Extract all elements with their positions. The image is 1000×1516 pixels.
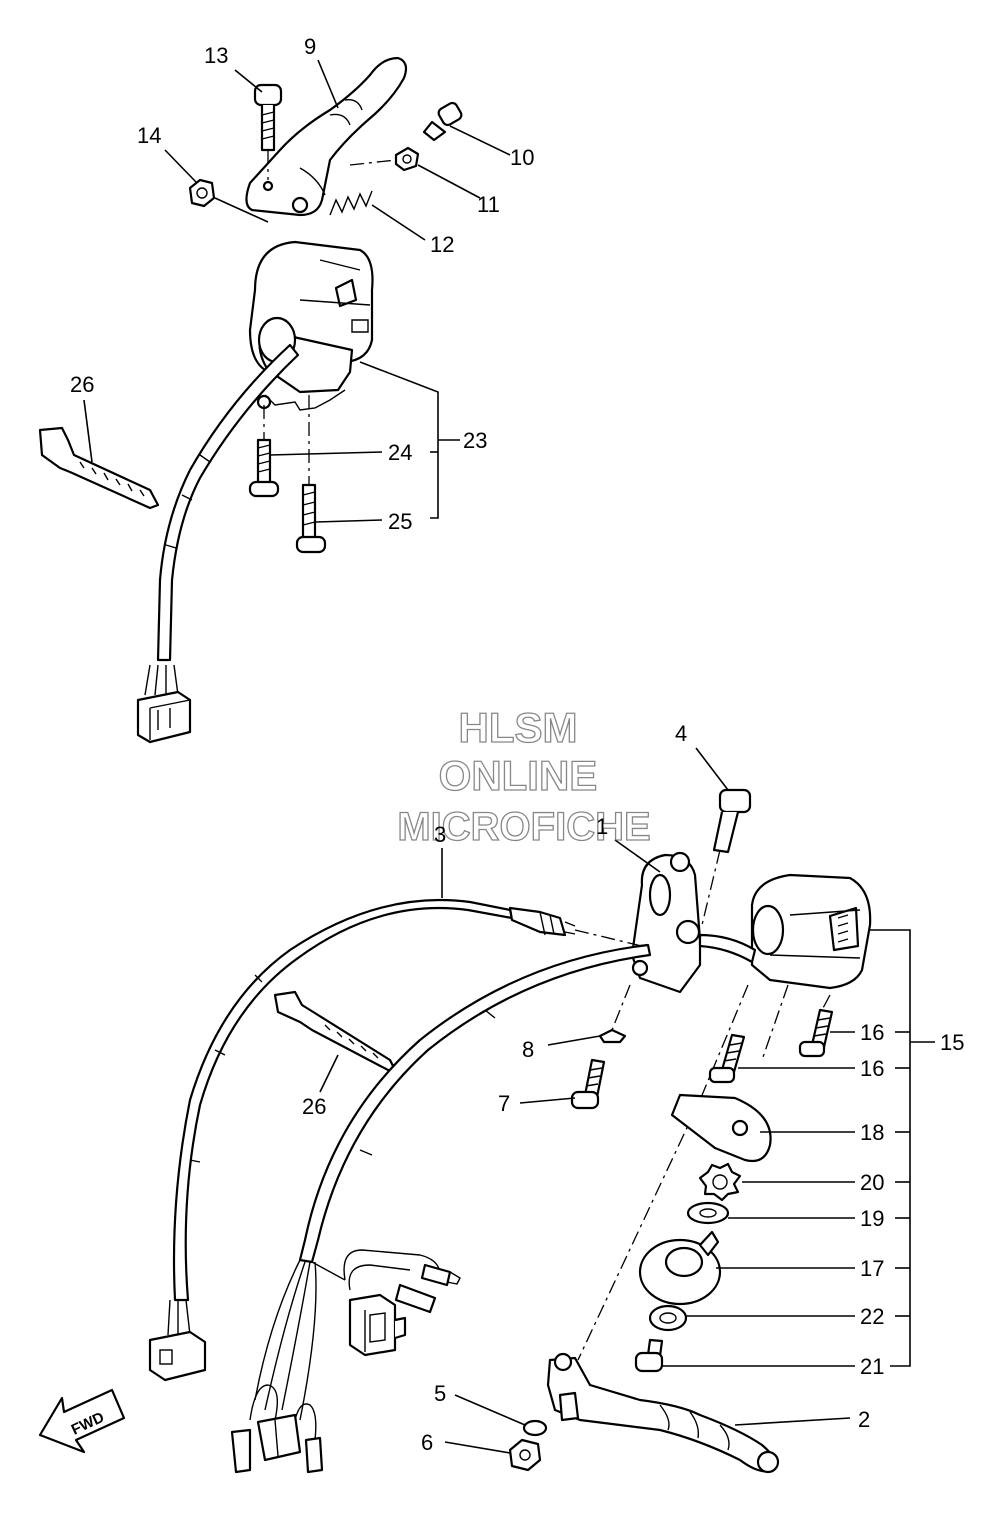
screw-7 bbox=[570, 1058, 606, 1110]
callout-19: 19 bbox=[860, 1206, 884, 1231]
callout-22: 22 bbox=[860, 1304, 884, 1329]
callout-12: 12 bbox=[430, 232, 454, 257]
callout-9: 9 bbox=[304, 34, 316, 59]
watermark-line-1: HLSM bbox=[459, 704, 578, 751]
callout-1: 1 bbox=[596, 814, 608, 839]
connector-4pin bbox=[343, 1249, 441, 1357]
pivot-17 bbox=[638, 1230, 722, 1306]
callout-7: 7 bbox=[498, 1091, 510, 1116]
callout-5: 5 bbox=[434, 1381, 446, 1406]
callout-25: 25 bbox=[388, 509, 412, 534]
callout-18: 18 bbox=[860, 1120, 884, 1145]
plug-terminals bbox=[394, 1263, 461, 1314]
nut-6 bbox=[508, 1438, 542, 1472]
spring-12 bbox=[329, 190, 373, 216]
cable-tie-26-top bbox=[38, 426, 160, 510]
watermark: HLSM ONLINE MICROFICHE bbox=[397, 703, 652, 849]
screw-24 bbox=[248, 438, 280, 498]
callout-23: 23 bbox=[463, 428, 487, 453]
callout-17: 17 bbox=[860, 1256, 884, 1281]
callout-8: 8 bbox=[522, 1037, 534, 1062]
cover-18 bbox=[670, 1093, 772, 1163]
callout-15: 15 bbox=[940, 1030, 964, 1055]
cable-top-harness bbox=[144, 343, 300, 696]
lock-washer-20 bbox=[698, 1162, 742, 1202]
connector-top bbox=[136, 690, 192, 744]
callout-11: 11 bbox=[477, 192, 500, 217]
harness-main bbox=[254, 943, 652, 1421]
callout-13: 13 bbox=[204, 43, 228, 68]
bullet-connectors bbox=[230, 1384, 324, 1474]
washer-8 bbox=[598, 1028, 627, 1044]
bolt-21 bbox=[634, 1338, 664, 1373]
switch-housing-23 bbox=[248, 240, 374, 411]
watermark-line-2: ONLINE bbox=[439, 752, 598, 799]
cable-3 bbox=[172, 898, 651, 1302]
connector-lower-left bbox=[148, 1299, 207, 1382]
callout-26-bottom: 26 bbox=[302, 1094, 326, 1119]
washer-22 bbox=[648, 1304, 688, 1332]
callout-24: 24 bbox=[388, 440, 412, 465]
callout-10: 10 bbox=[510, 145, 534, 170]
callout-26-top: 26 bbox=[70, 372, 94, 397]
callout-6: 6 bbox=[421, 1430, 433, 1455]
callout-4: 4 bbox=[675, 721, 687, 746]
callout-3: 3 bbox=[434, 822, 446, 847]
screw-25 bbox=[295, 483, 327, 554]
leader-lines bbox=[83, 59, 935, 1454]
nut-11 bbox=[394, 146, 420, 172]
lever-2 bbox=[546, 1352, 780, 1474]
switch-housing-15 bbox=[698, 873, 872, 990]
callout-14: 14 bbox=[137, 123, 161, 148]
callout-20: 20 bbox=[860, 1170, 884, 1195]
bolt-4 bbox=[712, 788, 752, 854]
callout-labels: 13 9 14 10 11 12 26 23 24 25 4 1 3 16 15… bbox=[70, 34, 964, 1455]
bolt-13 bbox=[253, 83, 283, 152]
screw-16-right bbox=[798, 1008, 834, 1058]
fwd-arrow-icon: FWD bbox=[38, 1388, 126, 1454]
callout-2: 2 bbox=[858, 1407, 870, 1432]
callout-16-left: 16 bbox=[860, 1056, 884, 1081]
washer-19 bbox=[686, 1201, 730, 1225]
nut-14 bbox=[188, 178, 216, 208]
callout-16-right: 16 bbox=[860, 1020, 884, 1045]
lever-9 bbox=[245, 56, 408, 217]
o-ring-5 bbox=[522, 1419, 548, 1437]
bolt-10 bbox=[422, 101, 463, 142]
screw-16-left bbox=[708, 1033, 746, 1084]
callout-21: 21 bbox=[860, 1354, 884, 1379]
bracket-1 bbox=[630, 851, 702, 994]
watermark-line-3: MICROFICHE bbox=[397, 805, 650, 849]
